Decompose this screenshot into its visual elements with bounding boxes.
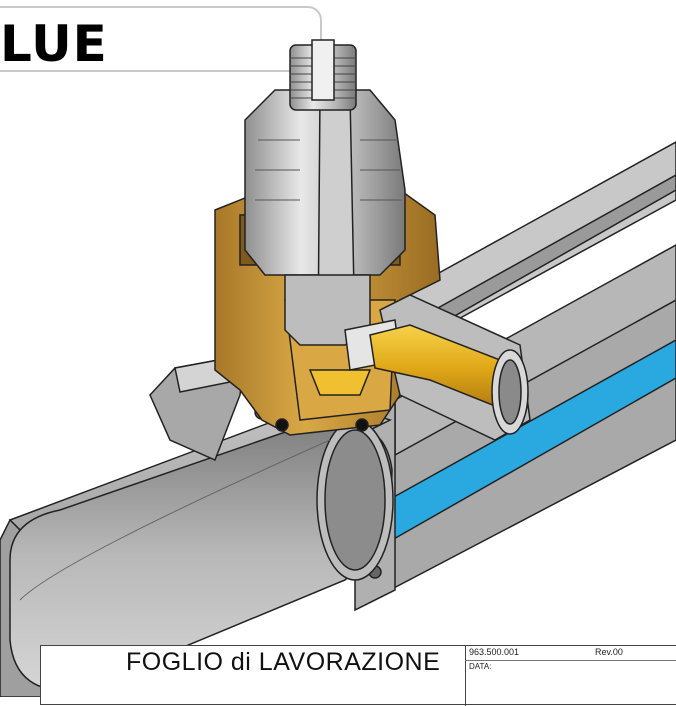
title-block-divider <box>465 646 466 706</box>
side-branch <box>344 294 531 441</box>
date-label: DATA: <box>469 662 492 671</box>
title-block: FOGLIO di LAVORAZIONE 963.500.001 Rev.00… <box>40 645 676 706</box>
valve-insert <box>244 39 406 346</box>
revision-label: Rev.00 <box>595 647 623 657</box>
o-ring-right <box>355 418 369 432</box>
drawing-code: 963.500.001 <box>469 647 520 657</box>
o-ring-left <box>275 418 289 432</box>
drawing-title: LUE <box>0 15 108 73</box>
title-tab <box>0 6 322 72</box>
title-block-title: FOGLIO di LAVORAZIONE <box>126 648 441 676</box>
title-block-row-line <box>465 660 676 661</box>
